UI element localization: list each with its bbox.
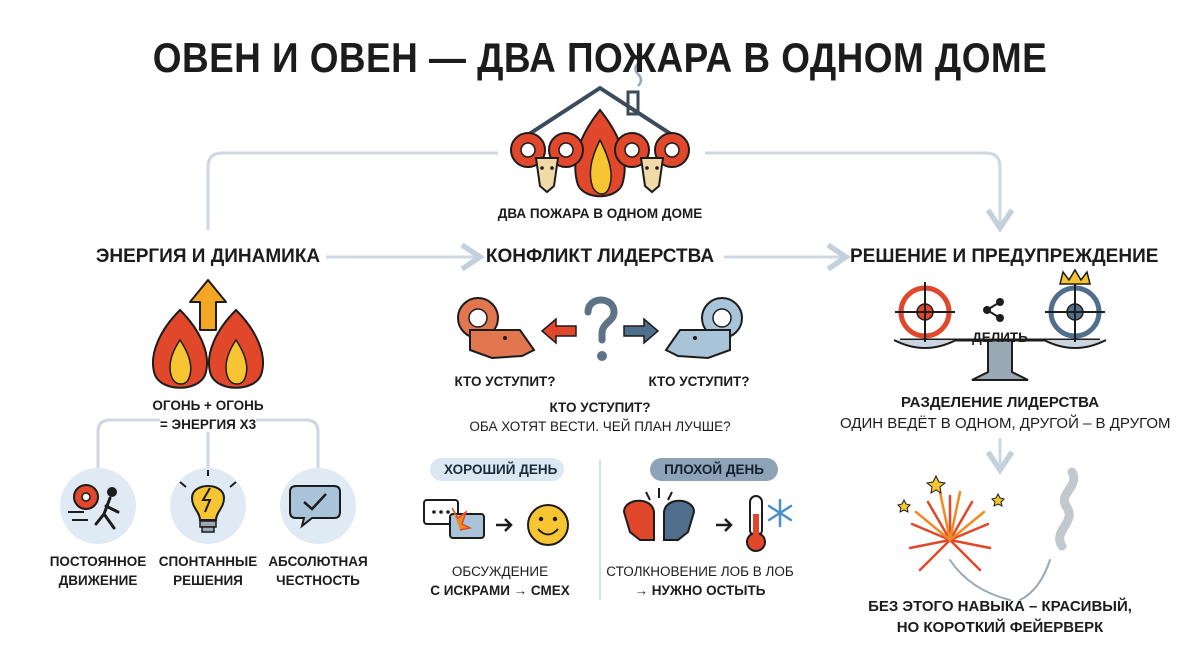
chat-sparks-icon	[423, 499, 485, 539]
item-movement-line2: ДВИЖЕНИЕ	[58, 573, 138, 588]
leadership-question-line2: ОБА ХОТЯТ ВЕСТИ. ЧЕЙ ПЛАН ЛУЧШЕ?	[469, 419, 731, 434]
house-caption: ДВА ПОЖАРА В ОДНОМ ДОМЕ	[497, 206, 703, 221]
good-day-pill: ХОРОШИЙ ДЕНЬ	[430, 458, 564, 481]
arrow-good-icon	[496, 518, 513, 532]
connector-top-left	[206, 151, 498, 230]
fire-formula-line1: ОГОНЬ + ОГОНЬ	[152, 398, 264, 413]
smile-icon	[527, 504, 569, 546]
connector-top-right	[705, 151, 1015, 233]
item-spontaneous: СПОНТАННЫЕ РЕШЕНИЯ	[148, 552, 268, 590]
gear-runner-icon	[60, 468, 136, 544]
item-honesty-line1: АБСОЛЮТНАЯ	[268, 554, 368, 569]
share-icon	[983, 298, 1004, 322]
leadership-question-line1: КТО УСТУПИТ?	[549, 400, 651, 415]
fireworks-icon	[897, 467, 1079, 601]
split-leadership: РАЗДЕЛЕНИЕ ЛИДЕРСТВА ОДИН ВЕДЁТ В ОДНОМ,…	[840, 392, 1171, 434]
item-movement-line1: ПОСТОЯННОЕ	[49, 554, 147, 569]
item-spontaneous-line1: СПОНТАННЫЕ	[158, 554, 258, 569]
heading-leadership: КОНФЛИКТ ЛИДЕРСТВА	[485, 246, 715, 267]
arrow-right-icon	[623, 317, 660, 345]
item-honesty: АБСОЛЮТНАЯ ЧЕСТНОСТЬ	[258, 552, 378, 590]
house-fire-icon	[510, 61, 690, 198]
good-day-text: ОБСУЖДЕНИЕ С ИСКРАМИ → СМЕХ	[415, 562, 585, 600]
good-day-line2: С ИСКРАМИ → СМЕХ	[430, 583, 570, 598]
bad-day-line1: СТОЛКНОВЕНИЕ ЛОБ В ЛОБ	[606, 564, 794, 579]
fireworks-warning-line2: НО КОРОТКИЙ ФЕЙЕРВЕРК	[896, 619, 1104, 636]
item-honesty-line2: ЧЕСТНОСТЬ	[276, 573, 360, 588]
lightbulb-icon	[170, 468, 246, 544]
item-movement: ПОСТОЯННОЕ ДВИЖЕНИЕ	[38, 552, 158, 590]
split-leadership-line1: РАЗДЕЛЕНИЕ ЛИДЕРСТВА	[900, 394, 1100, 411]
ram-blue-icon	[664, 297, 743, 360]
item-spontaneous-line2: РЕШЕНИЯ	[173, 573, 243, 588]
ram-right-label: КТО УСТУПИТ?	[648, 374, 750, 389]
thermometer-icon	[746, 495, 766, 552]
arrow-left-icon	[540, 317, 577, 345]
double-fire-icon	[152, 279, 264, 389]
heading-energy: ЭНЕРГИЯ И ДИНАМИКА	[95, 246, 321, 267]
fire-formula: ОГОНЬ + ОГОНЬ = ЭНЕРГИЯ X3	[128, 396, 288, 434]
fire-formula-line2: = ЭНЕРГИЯ X3	[159, 417, 257, 432]
heads-clash-icon	[622, 488, 696, 541]
question-mark-icon	[584, 296, 618, 361]
speech-check-icon	[280, 468, 356, 544]
fireworks-warning-line1: БЕЗ ЭТОГО НАВЫКА – КРАСИВЫЙ,	[868, 598, 1132, 615]
split-leadership-line2: ОДИН ВЕДЁТ В ОДНОМ, ДРУГОЙ – В ДРУГОМ	[840, 415, 1171, 432]
ram-left-label: КТО УСТУПИТ?	[454, 374, 556, 389]
bad-day-pill: ПЛОХОЙ ДЕНЬ	[650, 458, 778, 481]
share-label: ДЕЛИТЬ	[972, 330, 1028, 345]
page-title: ОВЕН И ОВЕН — ДВА ПОЖАРА В ОДНОМ ДОМЕ	[152, 34, 1048, 81]
arrow-bad-icon	[716, 518, 733, 532]
bad-day-line2: → НУЖНО ОСТЫТЬ	[634, 583, 766, 598]
snowflake-icon	[767, 498, 793, 528]
ram-orange-icon	[457, 297, 536, 360]
connector-left-branches	[96, 418, 320, 468]
good-day-line1: ОБСУЖДЕНИЕ	[451, 564, 549, 579]
bad-day-text: СТОЛКНОВЕНИЕ ЛОБ В ЛОБ → НУЖНО ОСТЫТЬ	[600, 562, 800, 600]
scales-wheels-icon	[893, 268, 1107, 381]
fireworks-warning: БЕЗ ЭТОГО НАВЫКА – КРАСИВЫЙ, НО КОРОТКИЙ…	[860, 596, 1140, 638]
heading-solution: РЕШЕНИЕ И ПРЕДУПРЕЖДЕНИЕ	[850, 246, 1159, 267]
leadership-question: КТО УСТУПИТ? ОБА ХОТЯТ ВЕСТИ. ЧЕЙ ПЛАН Л…	[440, 398, 760, 436]
